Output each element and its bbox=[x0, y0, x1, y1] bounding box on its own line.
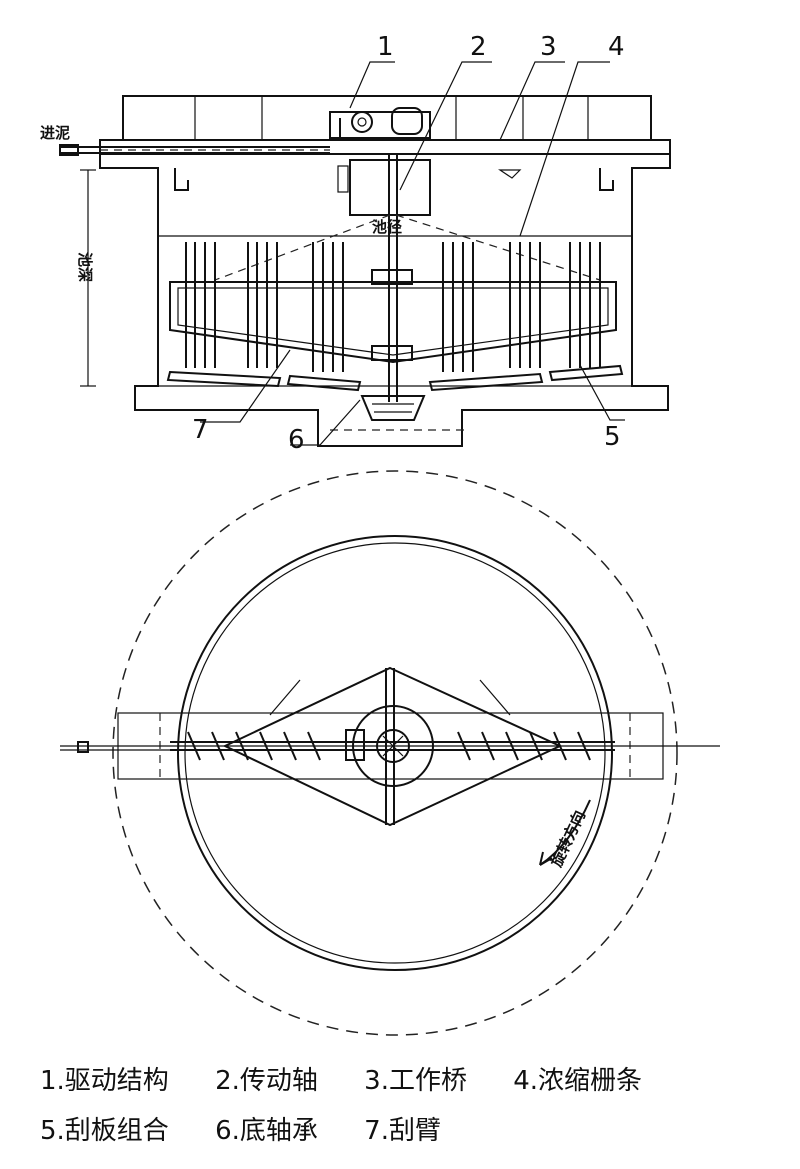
callout-6: 6 bbox=[288, 425, 305, 455]
legend-item-2: 2.传动轴 bbox=[215, 1066, 318, 1096]
grid-bars-left bbox=[185, 242, 344, 372]
inlet-label: 进泥 bbox=[40, 124, 70, 142]
legend-row-1: 1.驱动结构 2.传动轴 3.工作桥 4.浓缩栅条 bbox=[40, 1060, 780, 1097]
blade-marks bbox=[187, 731, 591, 761]
callout-2: 2 bbox=[470, 32, 487, 62]
callout-3: 3 bbox=[540, 32, 557, 62]
plan-view: 旋转方向 bbox=[60, 470, 720, 1036]
callout-5: 5 bbox=[604, 422, 621, 452]
depth-label: 池深 bbox=[76, 252, 94, 282]
legend-item-1: 1.驱动结构 bbox=[40, 1066, 169, 1096]
callout-7: 7 bbox=[192, 415, 209, 445]
grid-bars-right bbox=[442, 242, 601, 372]
drive-mechanism bbox=[329, 107, 431, 140]
callout-1: 1 bbox=[377, 32, 394, 62]
center-well bbox=[352, 705, 434, 787]
callout-leaders bbox=[200, 61, 625, 446]
legend-item-4: 4.浓缩栅条 bbox=[513, 1066, 643, 1096]
legend-row-2: 5.刮板组合 6.底轴承 7.刮臂 bbox=[40, 1110, 780, 1147]
legend-item-3: 3.工作桥 bbox=[364, 1066, 467, 1096]
tank-wall-left bbox=[99, 154, 671, 447]
bridge-frame bbox=[122, 95, 652, 141]
bottom-bearing bbox=[360, 395, 426, 421]
tie-frame bbox=[222, 666, 563, 827]
legend-item-6: 6.底轴承 bbox=[215, 1116, 318, 1146]
scraper-arm bbox=[169, 281, 617, 364]
outer-boundary bbox=[112, 470, 678, 1036]
scraper-blades bbox=[166, 364, 624, 392]
callout-4: 4 bbox=[608, 32, 625, 62]
legend-item-7: 7.刮臂 bbox=[364, 1116, 441, 1146]
section-view: 进泥 池径 池深 bbox=[40, 32, 671, 455]
tank-inner-wall bbox=[177, 535, 613, 971]
diameter-label: 池径 bbox=[372, 218, 402, 236]
legend-item-5: 5.刮板组合 bbox=[40, 1116, 169, 1146]
